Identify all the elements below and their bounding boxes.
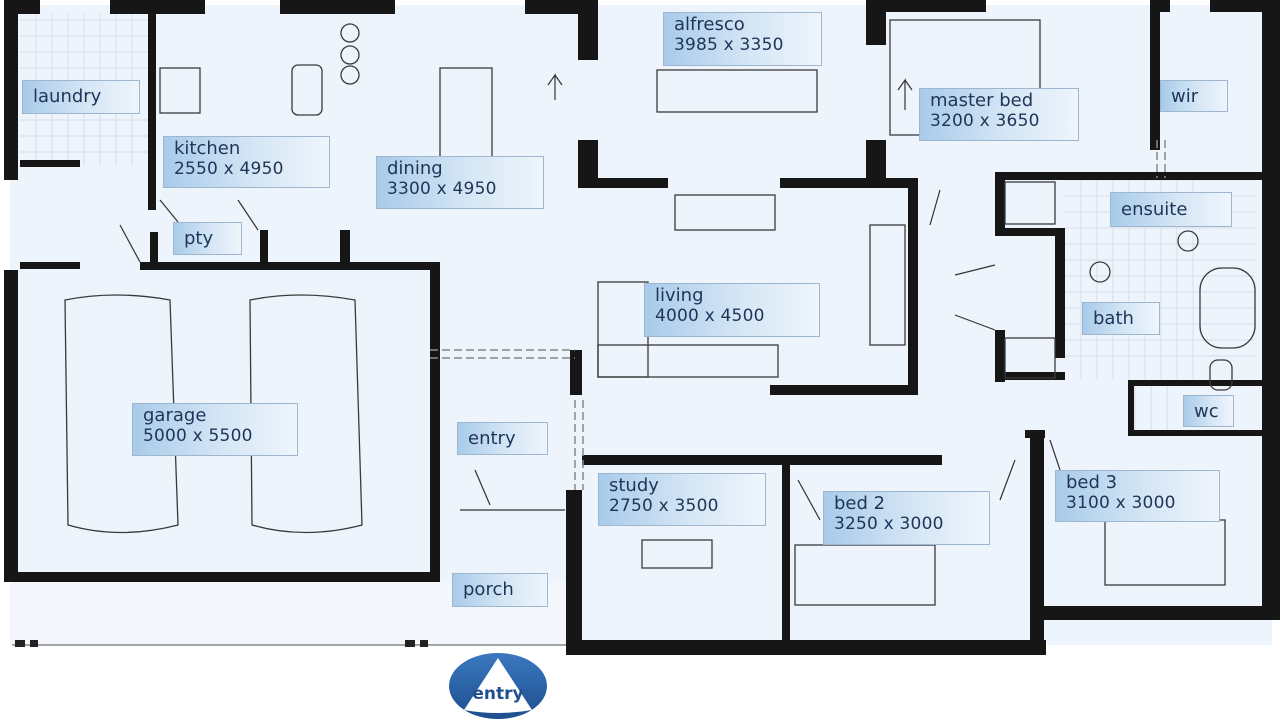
room-name: porch: [463, 579, 514, 600]
room-name: wir: [1171, 86, 1199, 107]
room-name: study: [609, 475, 659, 496]
door-swings: [119, 73, 1061, 521]
room-name: ensuite: [1121, 199, 1188, 220]
room-label-wc: wc: [1183, 395, 1234, 427]
room-name: pty: [184, 228, 214, 249]
alfresco-table: [656, 69, 818, 113]
bed2-frame: [794, 544, 936, 606]
room-name: wc: [1194, 401, 1219, 422]
room-dimensions: 4000 x 4500: [655, 306, 765, 326]
room-label-entry: entry: [457, 422, 548, 455]
room-dimensions: 5000 x 5500: [143, 426, 253, 446]
room-name: laundry: [33, 86, 102, 107]
room-dimensions: 3985 x 3350: [674, 35, 784, 55]
room-label-porch: porch: [452, 573, 548, 607]
bathtub: [1199, 267, 1256, 349]
room-name: kitchen: [174, 138, 241, 159]
room-dimensions: 3250 x 3000: [834, 514, 944, 534]
room-name: master bed: [930, 90, 1034, 111]
room-dimensions: 3300 x 4950: [387, 179, 497, 199]
walls: [4, 0, 1280, 655]
room-label-ensuite: ensuite: [1110, 192, 1232, 227]
room-name: bed 3: [1066, 472, 1118, 493]
room-dimensions: 2550 x 4950: [174, 159, 284, 179]
room-label-laundry: laundry: [22, 80, 140, 114]
room-name: entry: [468, 428, 516, 449]
car-right: [249, 294, 363, 534]
room-dimensions: 3100 x 3000: [1066, 493, 1176, 513]
room-label-wir: wir: [1160, 80, 1228, 112]
room-name: garage: [143, 405, 207, 426]
room-dimensions: 2750 x 3500: [609, 496, 719, 516]
room-label-bath: bath: [1082, 302, 1160, 335]
room-label-pantry: pty: [173, 222, 242, 255]
room-name: bath: [1093, 308, 1134, 329]
furniture: [64, 19, 1256, 606]
room-dimensions: 3200 x 3650: [930, 111, 1040, 131]
room-name: bed 2: [834, 493, 886, 514]
car-left: [64, 294, 179, 534]
room-name: living: [655, 285, 704, 306]
room-name: alfresco: [674, 14, 745, 35]
entry-badge-icon: [449, 653, 547, 719]
dashed-openings: [430, 140, 1166, 490]
room-name: dining: [387, 158, 443, 179]
entry-badge-label: entry: [472, 684, 524, 704]
